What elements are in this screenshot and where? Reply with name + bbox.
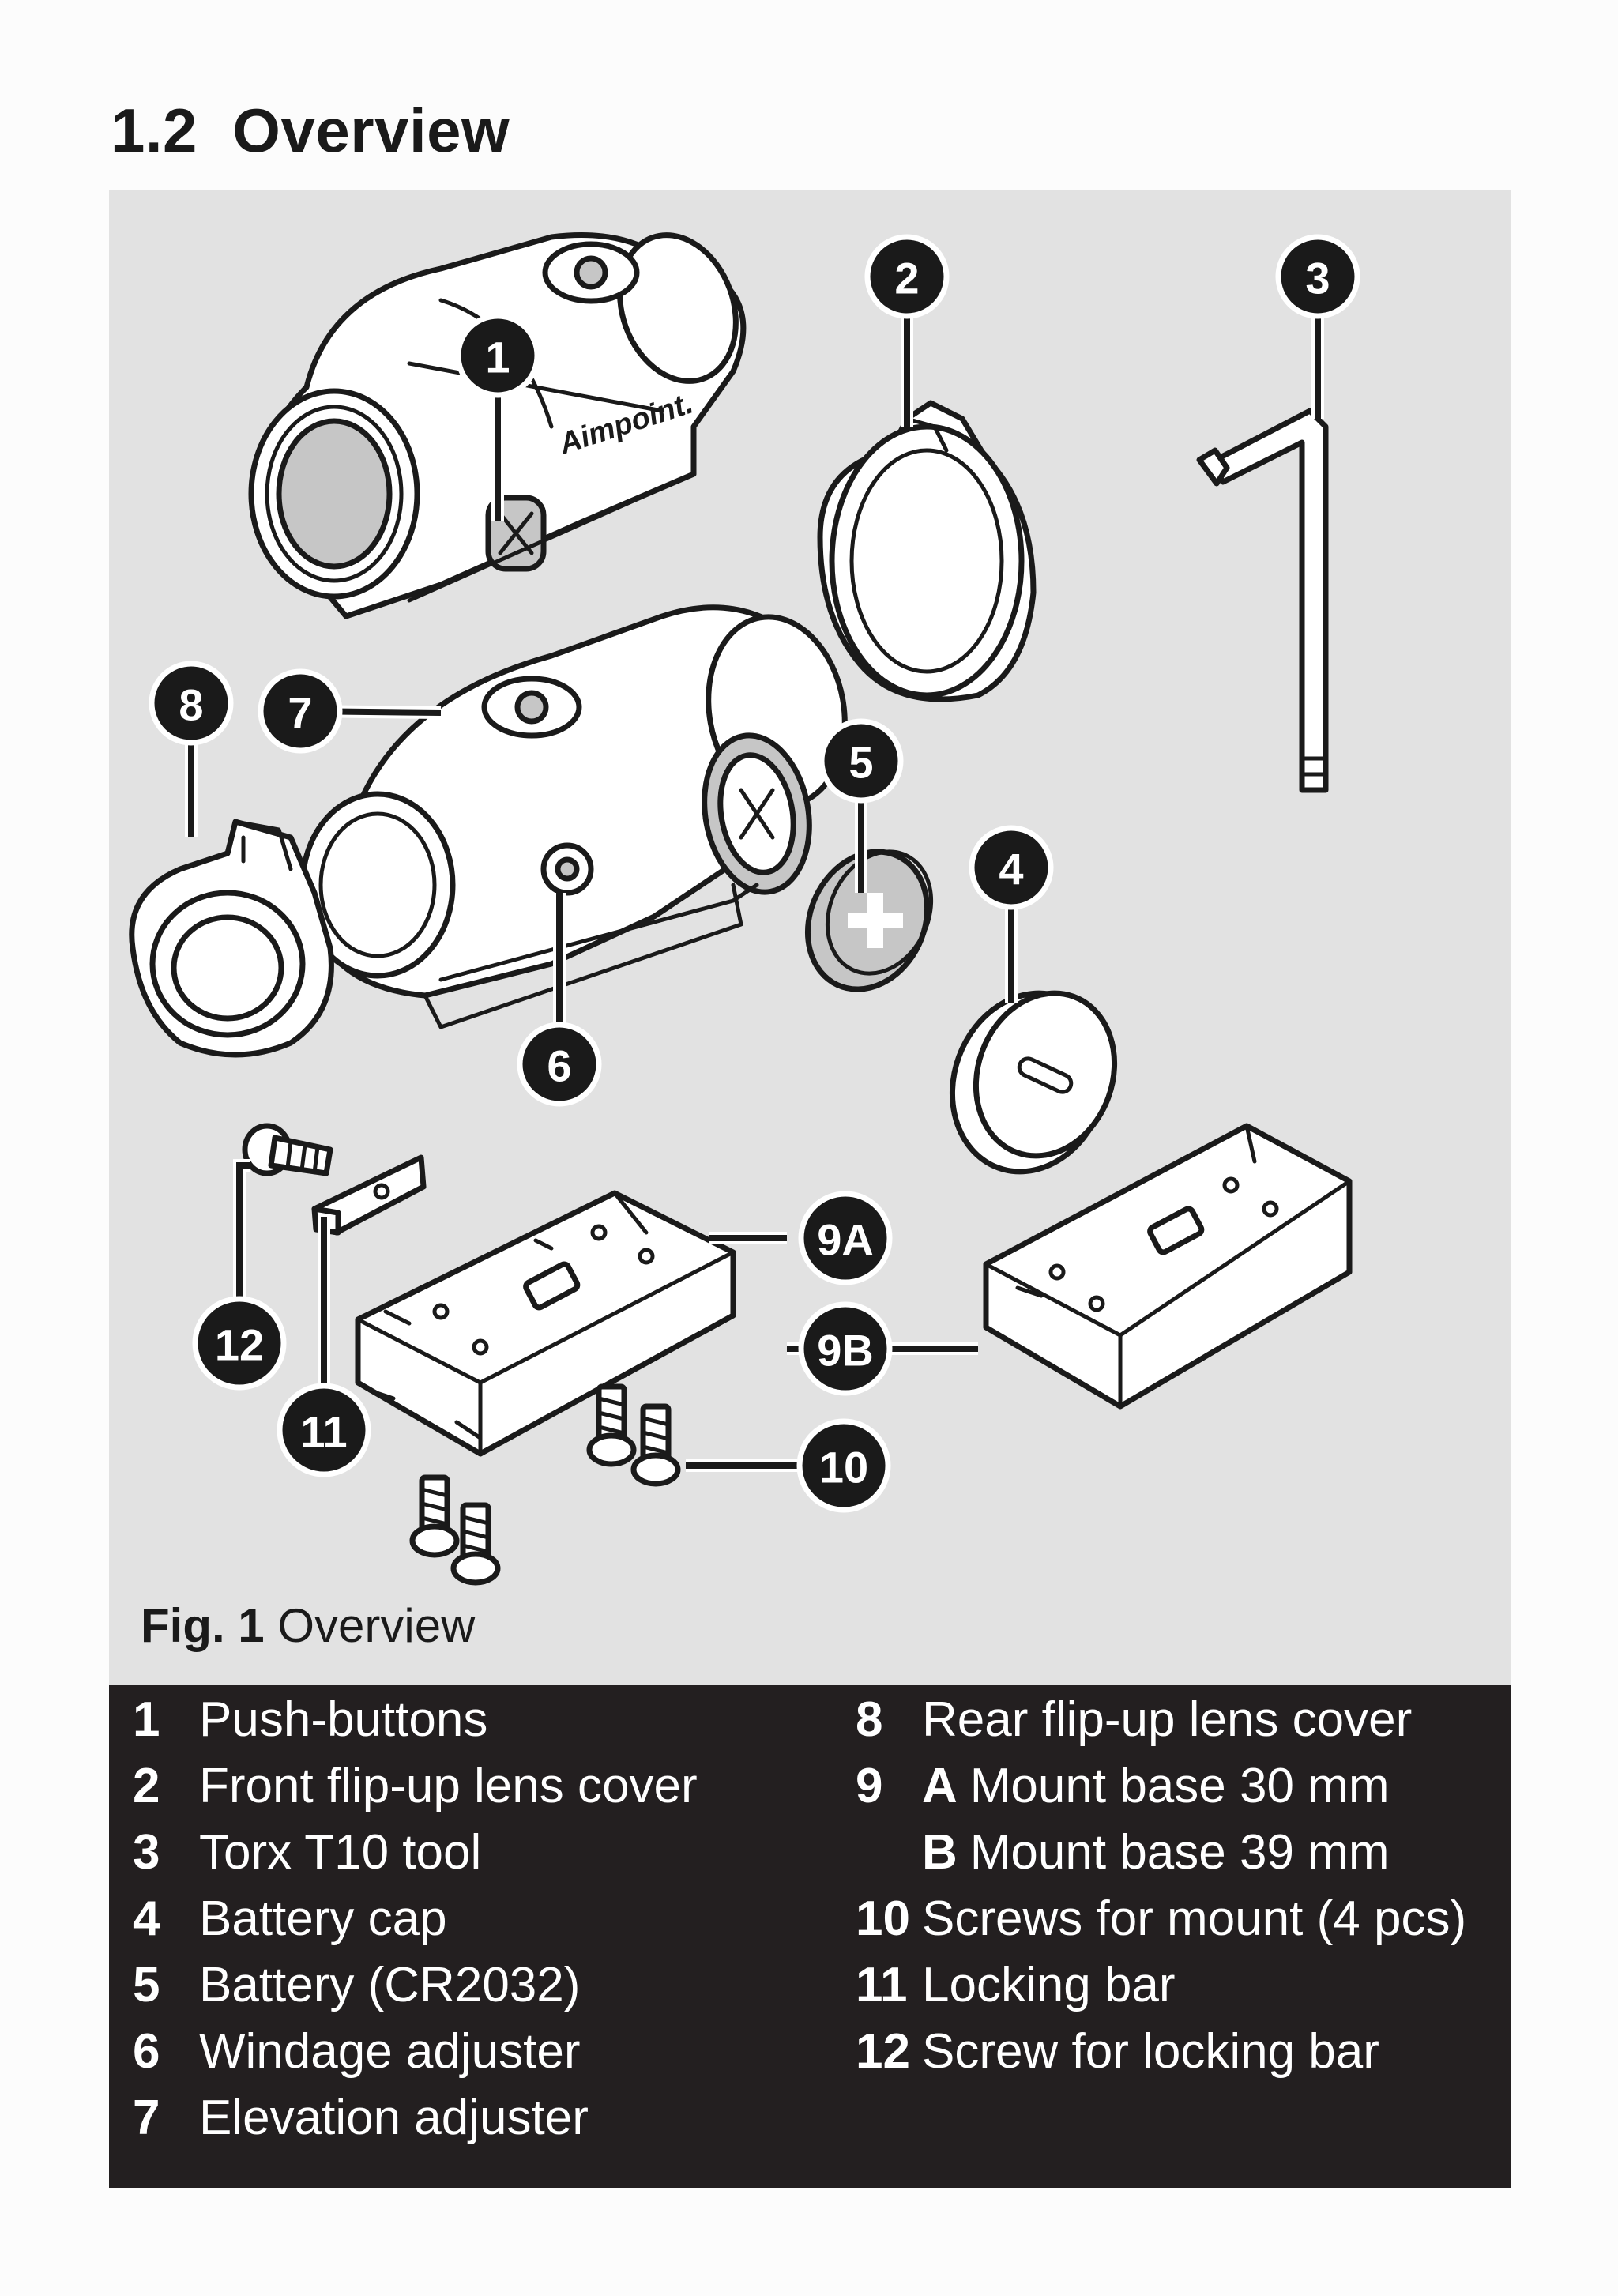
- red-dot-sight-front-icon: [299, 604, 848, 1029]
- svg-text:3: 3: [1305, 254, 1330, 303]
- legend-item-label: Battery cap: [199, 1891, 447, 1946]
- svg-text:11: 11: [300, 1407, 347, 1457]
- callout-9b: 9B: [798, 1301, 893, 1396]
- svg-text:12: 12: [215, 1320, 264, 1370]
- legend-item-label: Elevation adjuster: [199, 2091, 589, 2145]
- front-flip-up-lens-cover-icon: [817, 400, 1037, 702]
- svg-text:6: 6: [547, 1041, 571, 1091]
- legend-item-number: 12: [856, 2024, 910, 2079]
- screw-icon: [630, 1403, 681, 1487]
- svg-text:1: 1: [485, 333, 510, 382]
- svg-text:7: 7: [288, 688, 312, 738]
- legend-item-variant: B: [922, 1825, 958, 1880]
- figure-caption-text: Overview: [277, 1599, 476, 1652]
- legend-item-label: Torx T10 tool: [199, 1825, 482, 1880]
- legend-item-number: 3: [133, 1825, 160, 1880]
- callout-6: 6: [517, 1022, 602, 1107]
- overview-figure: Aimpoint.: [109, 190, 1511, 1685]
- legend-item-number: 9: [856, 1759, 883, 1813]
- legend-item-number: 8: [856, 1692, 883, 1747]
- torx-key-icon: [1196, 408, 1329, 793]
- legend-item: 7 Elevation adjuster: [133, 2085, 698, 2151]
- svg-text:4: 4: [999, 845, 1023, 894]
- legend-item-label: Front flip-up lens cover: [199, 1759, 698, 1813]
- mount-screws-icon: [409, 1383, 681, 1586]
- callout-4: 4: [969, 825, 1054, 910]
- callout-12: 12: [192, 1296, 287, 1391]
- callout-2: 2: [864, 234, 950, 319]
- legend-item-number: 7: [133, 2091, 160, 2145]
- legend-item-label: Mount base 39 mm: [969, 1825, 1390, 1880]
- legend-item-label: Mount base 30 mm: [969, 1759, 1390, 1813]
- legend-item-number: 11: [856, 1958, 908, 2012]
- legend-item-number: 4: [133, 1891, 160, 1946]
- legend-item: 5 Battery (CR2032): [133, 1952, 698, 2019]
- svg-text:9A: 9A: [817, 1215, 874, 1265]
- callout-3: 3: [1275, 234, 1360, 319]
- legend-item-number: 6: [133, 2024, 160, 2079]
- screw-icon: [586, 1383, 637, 1467]
- legend-item: 2 Front flip-up lens cover: [133, 1753, 698, 1820]
- battery-cap-icon: [949, 990, 1118, 1175]
- callout-8: 8: [149, 661, 234, 746]
- callout-1: 1: [455, 313, 540, 398]
- rear-flip-up-lens-cover-icon: [129, 819, 334, 1058]
- svg-text:2: 2: [894, 254, 919, 303]
- exploded-parts-illustration: Aimpoint.: [129, 232, 1360, 1586]
- legend-item-variant: A: [922, 1759, 958, 1813]
- svg-text:8: 8: [179, 680, 203, 730]
- section-title: 1.2 Overview: [111, 95, 510, 167]
- legend-item-label: Windage adjuster: [199, 2024, 581, 2079]
- figure-number: Fig. 1: [141, 1599, 265, 1652]
- legend-item: 8 Rear flip-up lens cover: [856, 1687, 1466, 1753]
- legend-item-label: Locking bar: [922, 1958, 1176, 2012]
- callout-9a: 9A: [798, 1191, 893, 1285]
- legend-item: 11 Locking bar: [856, 1952, 1466, 2019]
- legend-item-number: 5: [133, 1958, 160, 2012]
- figure-caption: Fig. 1 Overview: [141, 1598, 475, 1653]
- leader-lines: [185, 277, 1324, 1472]
- callout-11: 11: [277, 1383, 371, 1477]
- legend-item-label: Push-buttons: [199, 1692, 488, 1747]
- locking-bar-screw-icon: [242, 1123, 333, 1176]
- mount-base-39mm-icon: [983, 1123, 1353, 1410]
- section-heading: Overview: [232, 96, 510, 165]
- legend-item-label: Battery (CR2032): [199, 1958, 581, 2012]
- svg-text:9B: 9B: [817, 1326, 874, 1376]
- locking-bar-icon: [311, 1154, 427, 1236]
- callout-10: 10: [796, 1418, 891, 1513]
- legend-item-number: 1: [133, 1692, 160, 1747]
- legend-item: 1 Push-buttons: [133, 1687, 698, 1753]
- coin-battery-icon: [804, 849, 934, 992]
- section-number: 1.2: [111, 96, 198, 165]
- legend-item-number: 10: [856, 1891, 910, 1946]
- mount-base-30mm-icon: [355, 1190, 736, 1457]
- legend-item-label: Screws for mount (4 pcs): [922, 1891, 1467, 1946]
- callout-5: 5: [818, 718, 904, 804]
- legend-item-label: Screw for locking bar: [922, 2024, 1379, 2079]
- screw-icon: [409, 1474, 460, 1558]
- legend-item: 6 Windage adjuster: [133, 2019, 698, 2085]
- legend-item-label: Rear flip-up lens cover: [922, 1692, 1413, 1747]
- screw-icon: [450, 1502, 501, 1586]
- callout-7: 7: [258, 668, 343, 754]
- legend-item: 3 Torx T10 tool: [133, 1820, 698, 1886]
- legend-item: 4 Battery cap: [133, 1886, 698, 1952]
- legend-item-number: 2: [133, 1759, 160, 1813]
- svg-text:10: 10: [819, 1443, 868, 1492]
- svg-text:5: 5: [849, 738, 873, 788]
